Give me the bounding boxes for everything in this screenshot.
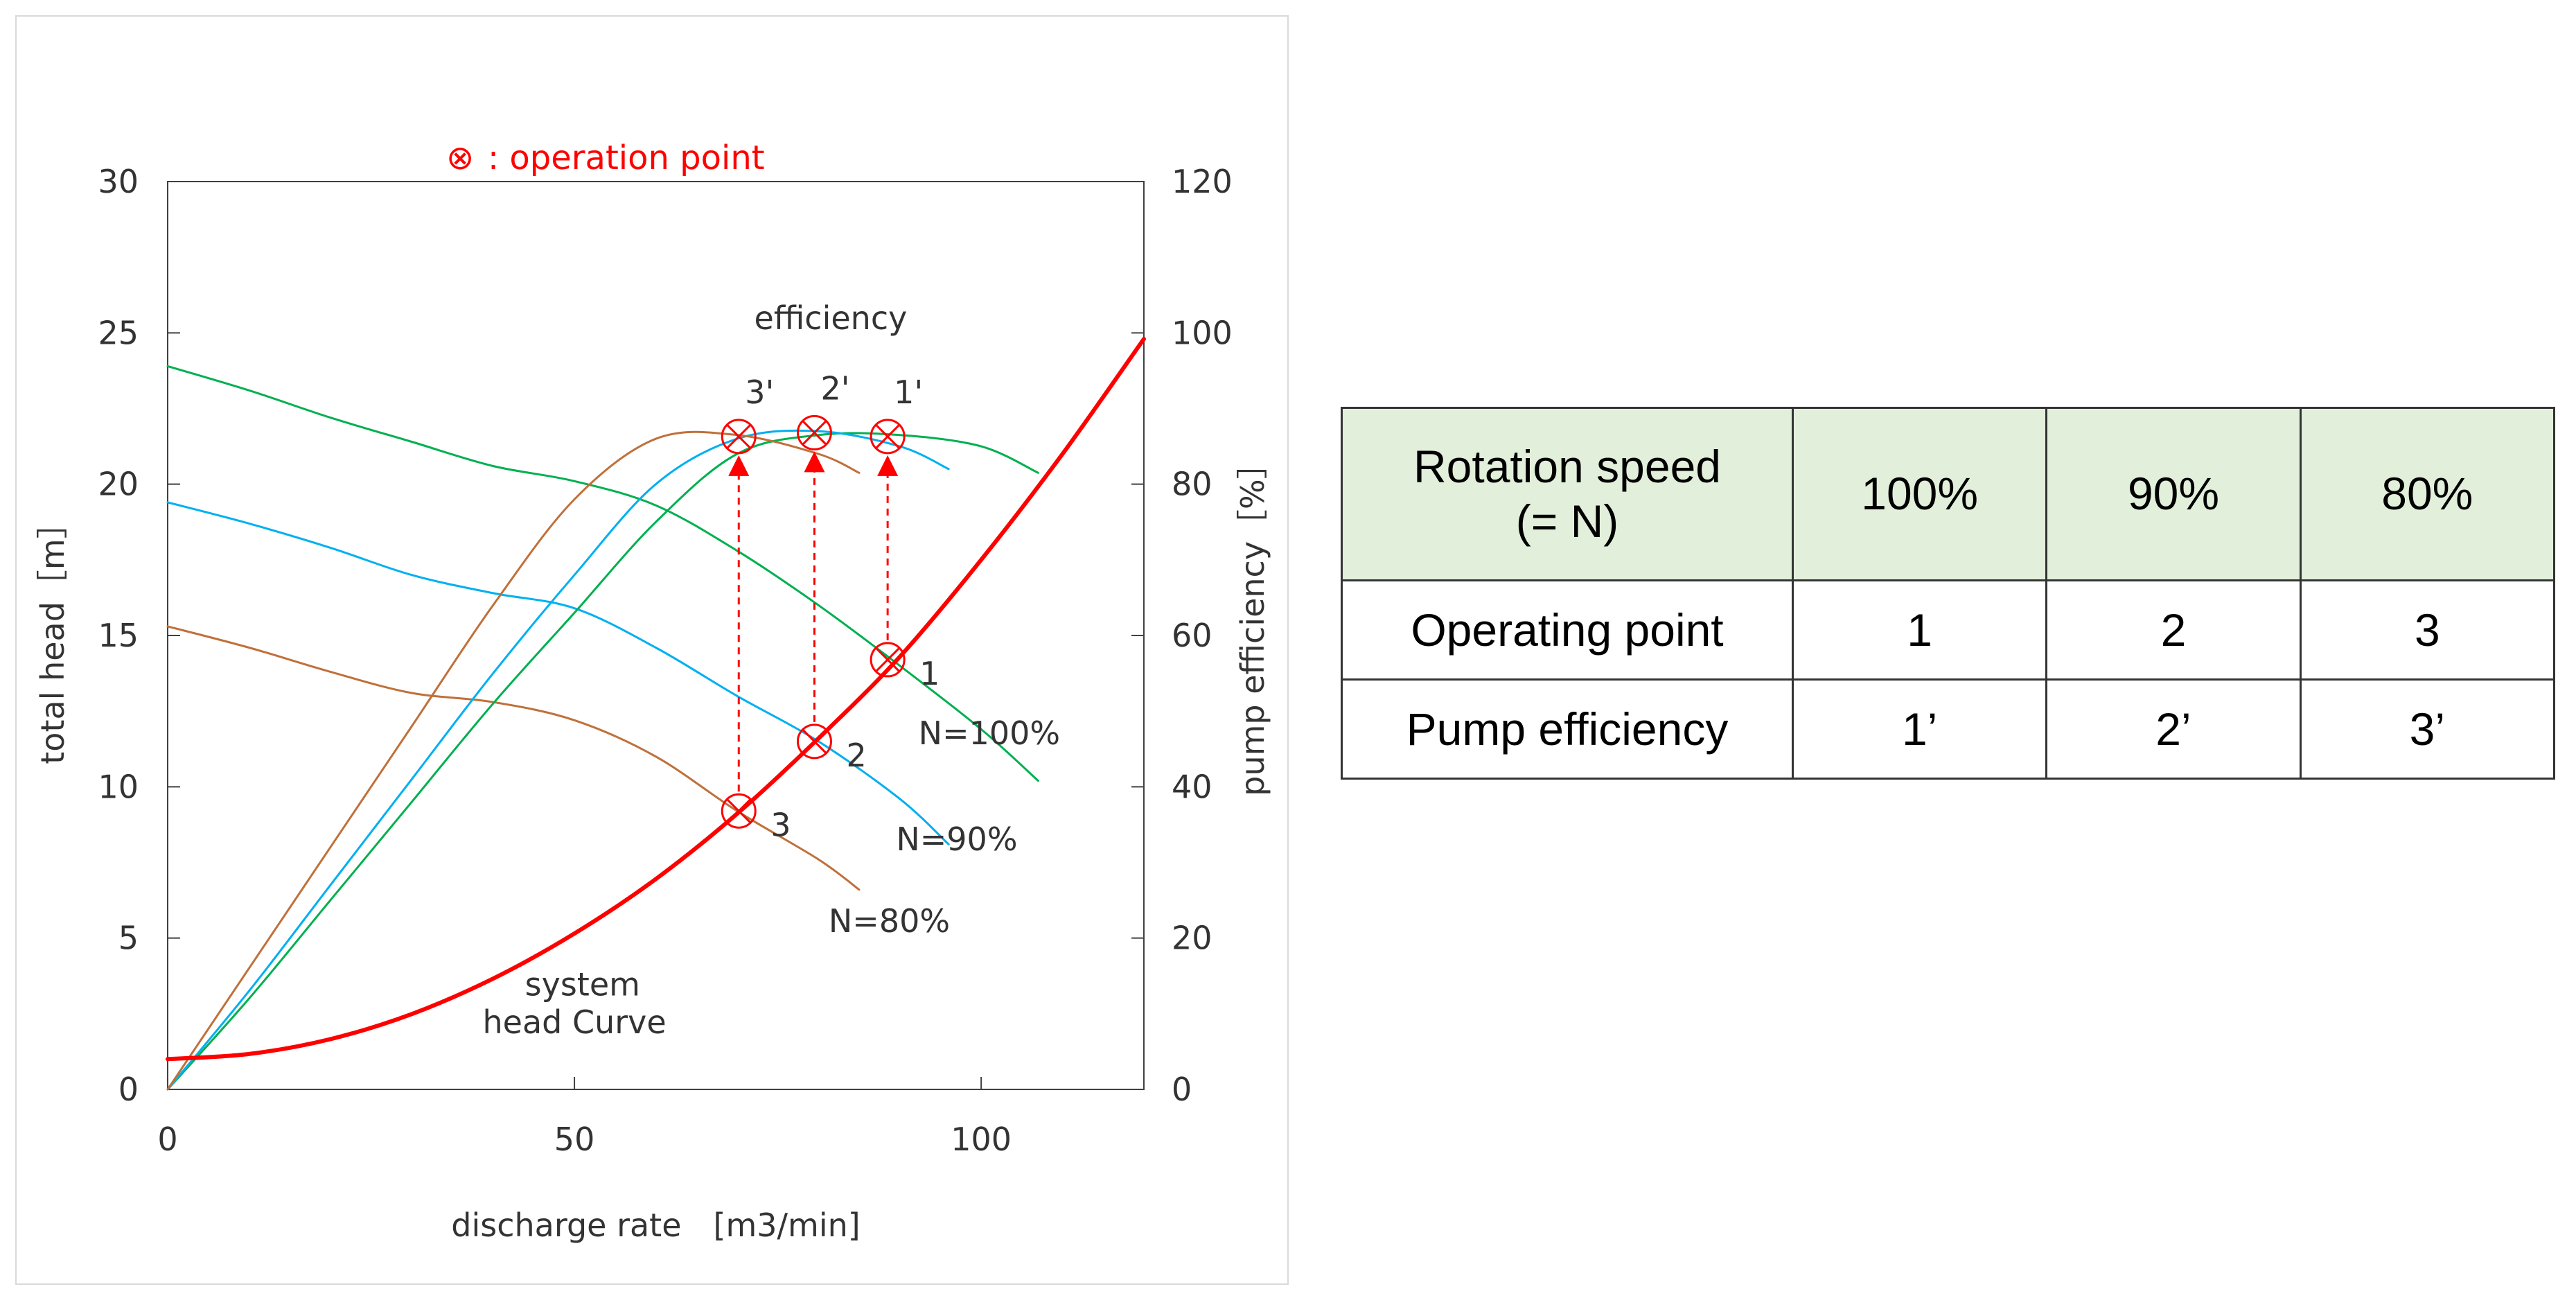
table-header-rotation-speed: Rotation speed (= N) <box>1341 407 1794 581</box>
x-tick-label: 100 <box>951 1121 1012 1158</box>
y-tick-label: 25 <box>98 314 139 351</box>
operation-point-circle <box>721 419 757 455</box>
table-cell: 3’ <box>2299 678 2556 780</box>
y2-tick-label: 20 <box>1172 920 1212 957</box>
plot-frame <box>167 181 1145 1090</box>
y-tick-label: 20 <box>98 466 139 503</box>
rotation-speed-table: Rotation speed (= N) 100% 90% 80% Operat… <box>1341 407 2556 780</box>
y-tick-label: 15 <box>98 617 139 654</box>
legend: ⊗ : operation point <box>446 139 765 177</box>
y2-tick-label: 0 <box>1172 1071 1192 1108</box>
system-curve-label-line2: head Curve <box>482 1003 666 1041</box>
table-header-row: Rotation speed (= N) 100% 90% 80% <box>1341 407 2556 581</box>
head-curve <box>166 625 861 891</box>
table-cell: 3 <box>2299 579 2556 681</box>
operation-point-circle <box>870 419 906 455</box>
y2-tick-label: 80 <box>1172 466 1212 503</box>
operation-point-circle <box>870 642 906 678</box>
pump-performance-chart: ⊗ : operation point 05101520253002040608… <box>34 139 1271 1244</box>
table-row-pump-efficiency: Pump efficiency 1’ 2’ 3’ <box>1341 678 2556 780</box>
table-row-label: Operating point <box>1341 579 1794 681</box>
y-tick-label: 30 <box>98 163 139 200</box>
efficiency-point-3' <box>721 419 757 455</box>
efficiency-point-label: 2' <box>821 369 850 407</box>
operation-point-cross <box>726 798 752 824</box>
y-tick-label: 5 <box>118 920 139 957</box>
efficiency-curve <box>166 430 861 1091</box>
head-curve <box>166 365 1039 782</box>
y2-axis-title: pump efficiency［%］ <box>1234 447 1271 796</box>
operation-point-label: 1 <box>919 655 939 692</box>
y2-tick-label: 100 <box>1172 314 1233 351</box>
efficiency-point-1' <box>870 419 906 455</box>
operation-point-cross <box>802 420 827 446</box>
system-head-curve <box>166 337 1146 1062</box>
table-header-col-3: 80% <box>2299 407 2556 581</box>
efficiency-curve <box>166 429 950 1091</box>
series-name-label: N=80% <box>829 902 950 940</box>
operation-point-circle <box>796 723 832 760</box>
y2-tick-label: 40 <box>1172 768 1212 805</box>
y2-tick-label: 120 <box>1172 163 1233 200</box>
efficiency-point-label: 1' <box>894 374 923 411</box>
x-tick-label: 50 <box>554 1121 595 1158</box>
rotation-speed-label: Rotation speed <box>1413 440 1721 492</box>
table-cell: 1 <box>1791 579 2048 681</box>
operation-point-cross <box>802 728 827 754</box>
operation-point-cross <box>875 647 901 672</box>
legend-symbol: ⊗ <box>446 139 474 177</box>
table-header-col-2: 90% <box>2045 407 2302 581</box>
head-curve <box>166 501 950 845</box>
efficiency-point-2' <box>796 414 832 450</box>
table-cell: 2 <box>2045 579 2302 681</box>
table-row-operating-point: Operating point 1 2 3 <box>1341 579 2556 681</box>
table-cell: 1’ <box>1791 678 2048 780</box>
efficiency-point-label: 3' <box>745 374 774 411</box>
y2-tick-label: 60 <box>1172 617 1212 654</box>
operation-point-label: 3 <box>770 806 791 843</box>
operation-point-cross <box>726 423 752 449</box>
table-header-col-1: 100% <box>1791 407 2048 581</box>
efficiency-annotation: efficiency <box>755 299 908 337</box>
x-axis-title: discharge rate [m3/min] <box>451 1207 860 1244</box>
operation-point-circle <box>721 793 757 829</box>
system-curve-label-line1: system <box>525 966 640 1003</box>
x-tick-label: 0 <box>157 1121 177 1158</box>
operation-point-3 <box>721 793 757 829</box>
y-axis-title: total head［m］ <box>34 507 71 764</box>
operation-point-circle <box>796 414 832 450</box>
operation-point-cross <box>875 423 901 449</box>
table-cell: 2’ <box>2045 678 2302 780</box>
series-name-label: N=100% <box>919 714 1060 752</box>
operation-point-1 <box>870 642 906 678</box>
series-name-label: N=90% <box>896 821 1017 858</box>
y-tick-label: 0 <box>118 1071 139 1108</box>
efficiency-curve <box>166 432 1039 1091</box>
operation-point-2 <box>796 723 832 760</box>
table-row-label: Pump efficiency <box>1341 678 1794 780</box>
legend-label: : operation point <box>488 139 765 177</box>
operation-point-label: 2 <box>846 737 866 774</box>
y-tick-label: 10 <box>98 768 139 805</box>
rotation-speed-sublabel: (= N) <box>1515 495 1619 547</box>
